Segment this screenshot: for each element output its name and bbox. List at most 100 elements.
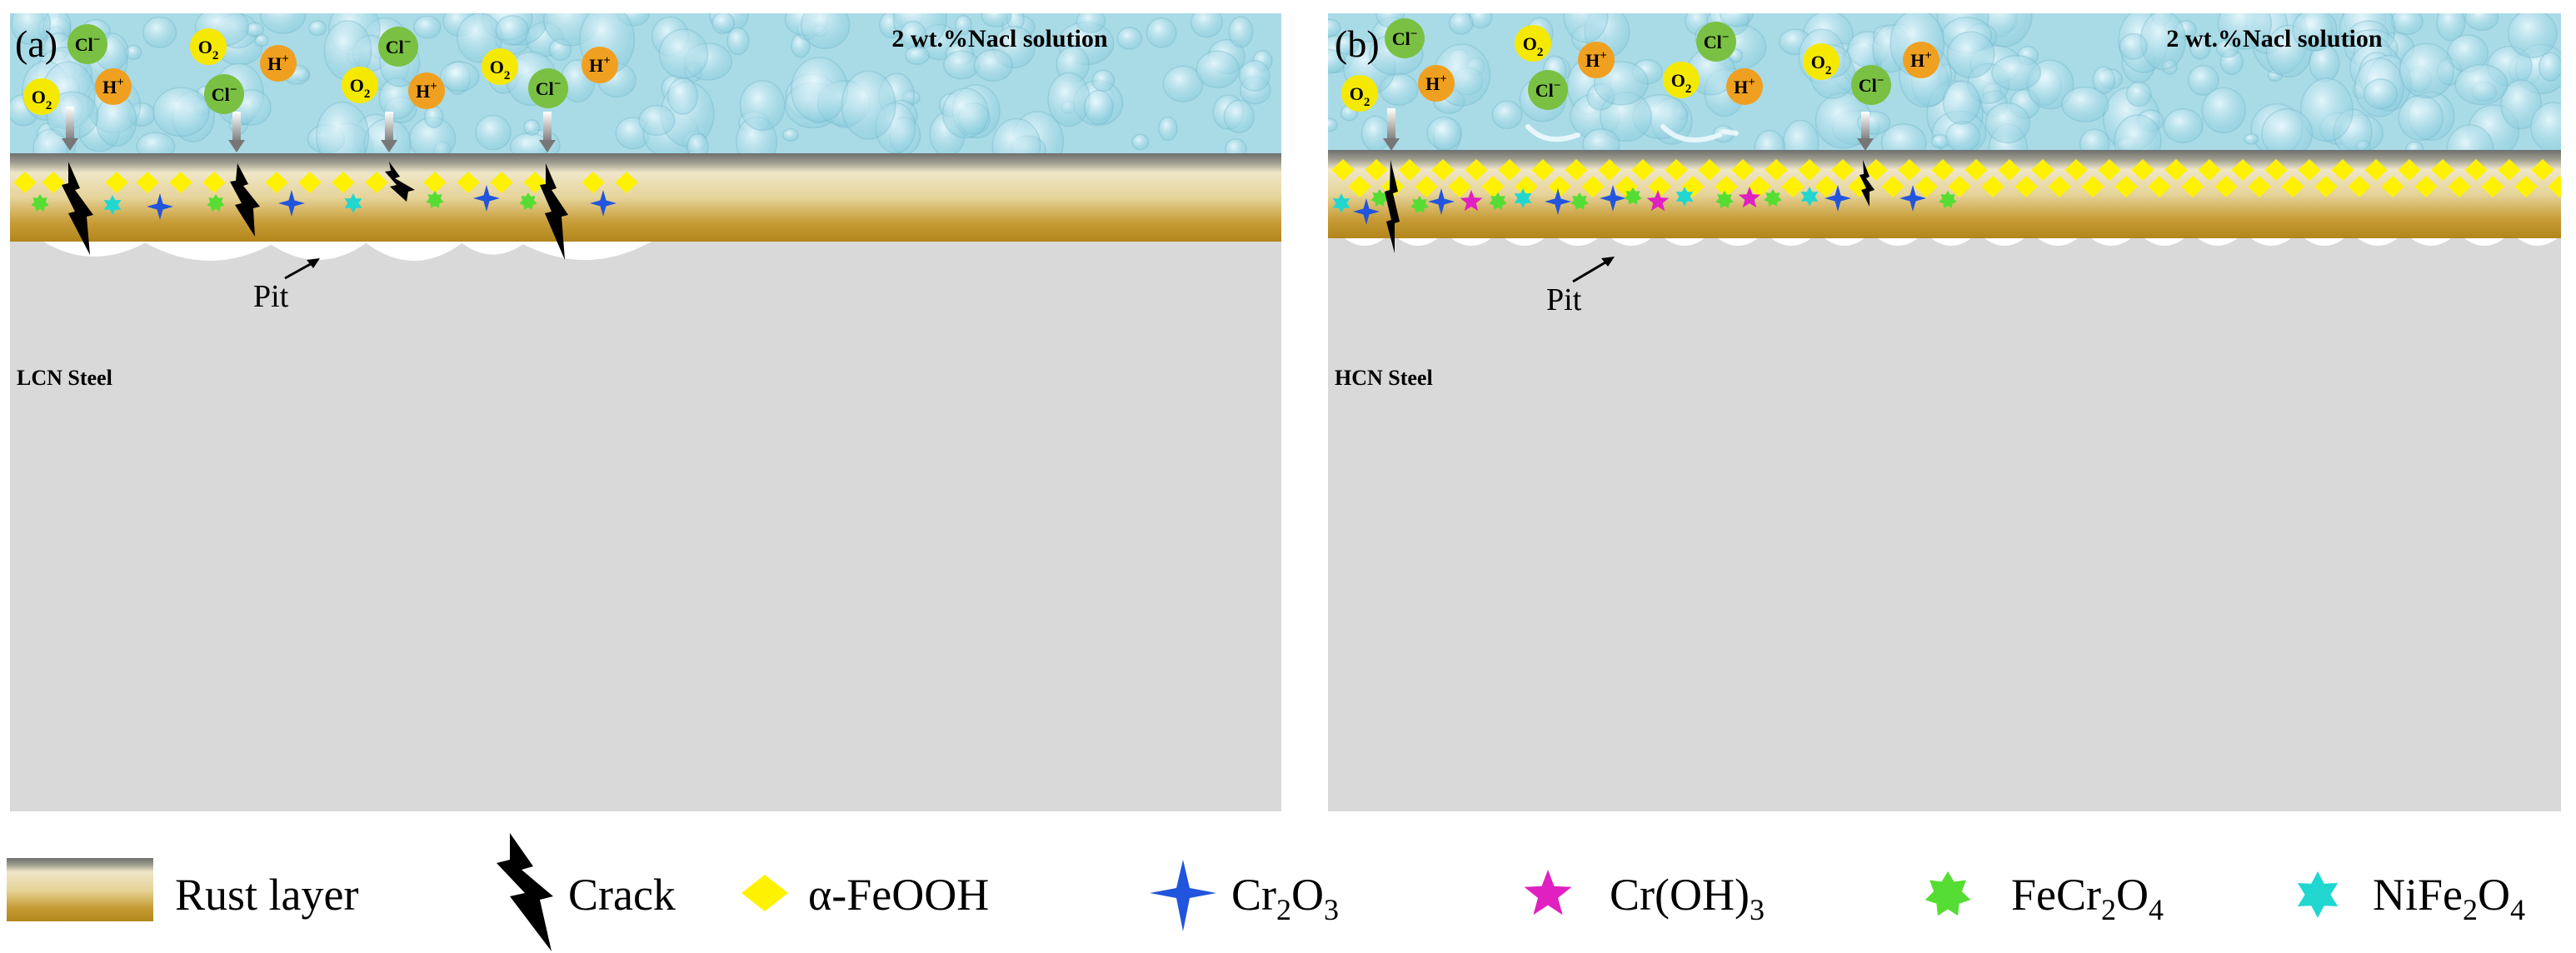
feooh-particle bbox=[13, 172, 37, 193]
water-droplet bbox=[981, 13, 1012, 27]
feooh-particle bbox=[1348, 176, 1371, 197]
water-droplet bbox=[941, 87, 990, 139]
ion-superscript: − bbox=[1722, 31, 1730, 44]
water-droplet bbox=[2163, 108, 2204, 143]
nife2o4-particle bbox=[103, 195, 122, 215]
pit bbox=[1505, 238, 1545, 246]
crack bbox=[230, 163, 260, 237]
water-droplet bbox=[666, 77, 699, 116]
pit bbox=[2144, 238, 2184, 246]
feooh-particle bbox=[2331, 159, 2354, 181]
ion-subscript: 2 bbox=[212, 49, 219, 62]
water-droplet bbox=[1942, 80, 1981, 125]
water-droplet bbox=[475, 114, 512, 151]
feooh-particle bbox=[1865, 159, 1888, 181]
ion-label: O2 bbox=[490, 57, 511, 82]
arrow-head bbox=[539, 140, 556, 152]
water-droplet bbox=[1190, 13, 1224, 38]
feooh-particle bbox=[1548, 176, 1571, 197]
water-droplet bbox=[2061, 86, 2109, 122]
feooh-particle bbox=[2431, 159, 2454, 181]
pit-pointer-head bbox=[1601, 257, 1615, 267]
pit bbox=[2091, 238, 2131, 246]
water-droplet bbox=[638, 104, 676, 137]
legend-label: α-FeOOH bbox=[808, 870, 989, 920]
pit bbox=[518, 242, 651, 260]
formula-subscript: 2 bbox=[2463, 893, 2478, 926]
pits bbox=[1345, 238, 2558, 246]
water-droplet bbox=[800, 13, 851, 49]
cr2o3-particle bbox=[278, 190, 305, 217]
cr2o3-particle bbox=[1600, 185, 1626, 212]
feooh-particle bbox=[298, 172, 322, 193]
legend-label: NiFe2O4 bbox=[2373, 870, 2525, 926]
formula-part: O bbox=[1291, 870, 1324, 920]
ion-symbol: Cl bbox=[1535, 80, 1554, 101]
formula-subscript: 3 bbox=[1324, 893, 1339, 926]
formula-part: Cr bbox=[1231, 870, 1276, 920]
ion-circle bbox=[1851, 65, 1891, 105]
cr2o3-particle bbox=[147, 193, 173, 220]
ion-symbol: H bbox=[102, 77, 117, 97]
cr2o3-particle bbox=[1825, 185, 1851, 212]
nife2o4-star-icon bbox=[2297, 871, 2339, 918]
feooh-particle bbox=[1415, 176, 1438, 197]
cracks bbox=[62, 162, 568, 260]
feooh-particle bbox=[2081, 176, 2104, 197]
chloride-ion: Cl− bbox=[378, 27, 418, 67]
water-droplet bbox=[658, 28, 709, 79]
ion-symbol: Cl bbox=[75, 34, 93, 55]
feooh-particle bbox=[365, 172, 388, 193]
ion-circle bbox=[342, 67, 378, 103]
feooh-particle bbox=[582, 172, 605, 193]
formula-part: FeCr bbox=[2011, 870, 2101, 920]
water-droplet bbox=[739, 80, 786, 132]
pit bbox=[267, 242, 368, 260]
crack bbox=[62, 162, 93, 255]
cr2o3-star-icon bbox=[1150, 860, 1216, 931]
ion-symbol: H bbox=[1734, 77, 1748, 97]
legend-item-fecr2o4: FeCr2O4 bbox=[1925, 870, 2164, 926]
feooh-particle bbox=[1665, 159, 1688, 181]
ion-circle bbox=[1385, 18, 1425, 58]
feooh-particle bbox=[2098, 159, 2121, 181]
arrow-head bbox=[228, 140, 245, 152]
ion-label: O2 bbox=[1671, 70, 1692, 96]
ion-symbol: O bbox=[32, 87, 46, 107]
feooh-particle bbox=[2231, 159, 2254, 181]
feooh-particle bbox=[1448, 176, 1471, 197]
feooh-particle bbox=[2398, 159, 2421, 181]
formula-subscript: 3 bbox=[1750, 893, 1765, 926]
feooh-particle bbox=[2548, 176, 2561, 197]
fecr2o4-particle bbox=[1624, 187, 1642, 205]
hydrogen-ion: H+ bbox=[1578, 42, 1615, 78]
feooh-particle bbox=[1748, 176, 1771, 197]
pits bbox=[43, 242, 651, 261]
water-droplet bbox=[1991, 55, 2042, 91]
water-droplet bbox=[2500, 79, 2543, 130]
steel-region bbox=[10, 242, 1281, 811]
water-droplet bbox=[2454, 63, 2509, 106]
water-droplet bbox=[413, 15, 442, 39]
ion-symbol: Cl bbox=[1392, 28, 1410, 49]
hydrogen-ion: H+ bbox=[408, 72, 445, 109]
legend-item-nife2o4: NiFe2O4 bbox=[2297, 870, 2525, 926]
panel-label: (a) bbox=[15, 22, 57, 65]
hydrogen-ion: H+ bbox=[1903, 42, 1939, 78]
pit bbox=[2358, 238, 2398, 246]
water-droplet bbox=[1083, 89, 1114, 125]
ion-label: Cl− bbox=[1859, 74, 1885, 96]
feooh-particle bbox=[2148, 176, 2171, 197]
pit bbox=[2251, 238, 2291, 246]
water-droplet bbox=[2399, 42, 2454, 99]
ion-circle bbox=[204, 74, 244, 114]
water-droplet bbox=[1196, 50, 1241, 89]
pit bbox=[460, 242, 527, 255]
fecr2o4-particle bbox=[1939, 191, 1957, 208]
ion-superscript: − bbox=[1554, 79, 1561, 92]
water-droplet bbox=[142, 16, 177, 48]
ion-circle bbox=[1663, 62, 1700, 98]
ion-subscript: 2 bbox=[1825, 64, 1832, 77]
